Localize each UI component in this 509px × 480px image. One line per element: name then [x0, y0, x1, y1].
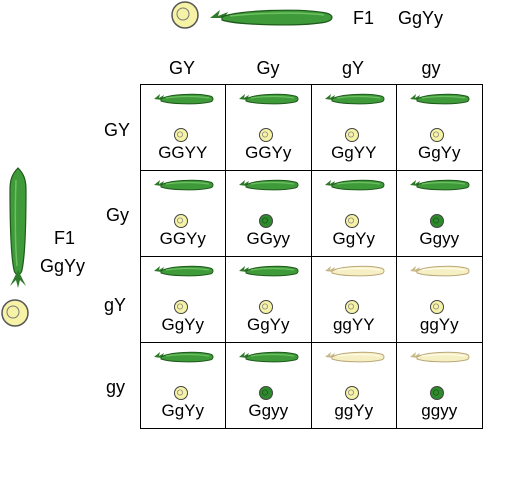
column-header: gY [341, 58, 365, 78]
column-header: Gy [256, 58, 280, 78]
yellow-seed-icon [344, 299, 360, 315]
yellow-seed-icon [429, 127, 445, 143]
green-pod-icon [153, 91, 215, 107]
punnett-cell: GGYy [139, 169, 226, 257]
punnett-cell: GgYy [139, 255, 226, 343]
left-parent-seed [0, 298, 30, 328]
cell-genotype: GgYy [417, 142, 461, 162]
punnett-cell: Ggyy [396, 169, 483, 257]
yellow-seed-icon [173, 385, 189, 401]
row-header: gY [104, 295, 127, 315]
green-seed-icon [429, 213, 445, 229]
cell-genotype: ggYy [419, 314, 459, 334]
cell-genotype: GGYY [158, 142, 208, 162]
cell-genotype: GgYY [331, 142, 377, 162]
cell-genotype: GgYy [161, 400, 205, 420]
row-header: GY [104, 120, 131, 140]
cell-genotype: Ggyy [419, 228, 460, 248]
yellow-seed-icon [258, 127, 274, 143]
punnett-cell: GgYy [139, 341, 226, 429]
yellow-seed-icon [173, 213, 189, 229]
green-pod-icon [238, 177, 300, 193]
row-header: gy [106, 377, 126, 397]
yellow-pod-icon [324, 349, 386, 365]
punnett-cell: GgYy [225, 255, 312, 343]
green-seed-icon [258, 385, 274, 401]
green-pod-icon [409, 177, 471, 193]
cell-genotype: GgYy [161, 314, 205, 334]
cell-genotype: ggYy [334, 400, 374, 420]
yellow-seed-icon [344, 385, 360, 401]
punnett-cell: GgYy [310, 169, 397, 257]
yellow-pod-icon [324, 263, 386, 279]
green-pod-icon [153, 263, 215, 279]
yellow-pod-icon [409, 263, 471, 279]
yellow-seed-icon [173, 127, 189, 143]
green-pod-icon [409, 91, 471, 107]
cell-genotype: GGYy [245, 142, 292, 162]
punnett-cell: Ggyy [225, 341, 312, 429]
yellow-seed-icon [429, 299, 445, 315]
punnett-cell: ggYy [396, 255, 483, 343]
column-header: gy [421, 58, 441, 78]
column-header: GY [168, 58, 195, 78]
yellow-seed-icon [173, 299, 189, 315]
yellow-seed-icon [344, 127, 360, 143]
green-pod-icon [238, 91, 300, 107]
yellow-seed-icon [258, 299, 274, 315]
punnett-cell: ggYY [310, 255, 397, 343]
yellow-pod-icon [409, 349, 471, 365]
cell-genotype: ggyy [421, 400, 458, 420]
top-parent-genotype: GgYy [398, 8, 444, 28]
punnett-cell: GGYY [139, 83, 226, 171]
green-seed-icon [429, 385, 445, 401]
cell-genotype: Ggyy [248, 400, 289, 420]
green-pod-icon [153, 349, 215, 365]
punnett-cell: ggyy [396, 341, 483, 429]
green-pod-icon [238, 349, 300, 365]
left-parent-label: F1 [54, 228, 76, 248]
green-pod-icon [238, 263, 300, 279]
top-parent-pod [206, 4, 336, 30]
green-pod-icon [324, 91, 386, 107]
cell-genotype: GgYy [332, 228, 376, 248]
top-parent-label: F1 [353, 8, 375, 28]
green-pod-icon [153, 177, 215, 193]
punnett-cell: GGYy [225, 83, 312, 171]
top-parent-seed [170, 0, 200, 30]
green-seed-icon [258, 213, 274, 229]
punnett-cell: GGyy [225, 169, 312, 257]
cell-genotype: GGyy [246, 228, 290, 248]
cell-genotype: GGYy [159, 228, 206, 248]
left-parent-pod [4, 166, 32, 290]
cell-genotype: ggYY [332, 314, 375, 334]
left-parent-genotype: GgYy [40, 256, 86, 276]
punnett-cell: ggYy [310, 341, 397, 429]
yellow-seed-icon [344, 213, 360, 229]
green-pod-icon [324, 177, 386, 193]
punnett-cell: GgYY [310, 83, 397, 171]
cell-genotype: GgYy [246, 314, 290, 334]
punnett-cell: GgYy [396, 83, 483, 171]
row-header: Gy [106, 205, 130, 225]
